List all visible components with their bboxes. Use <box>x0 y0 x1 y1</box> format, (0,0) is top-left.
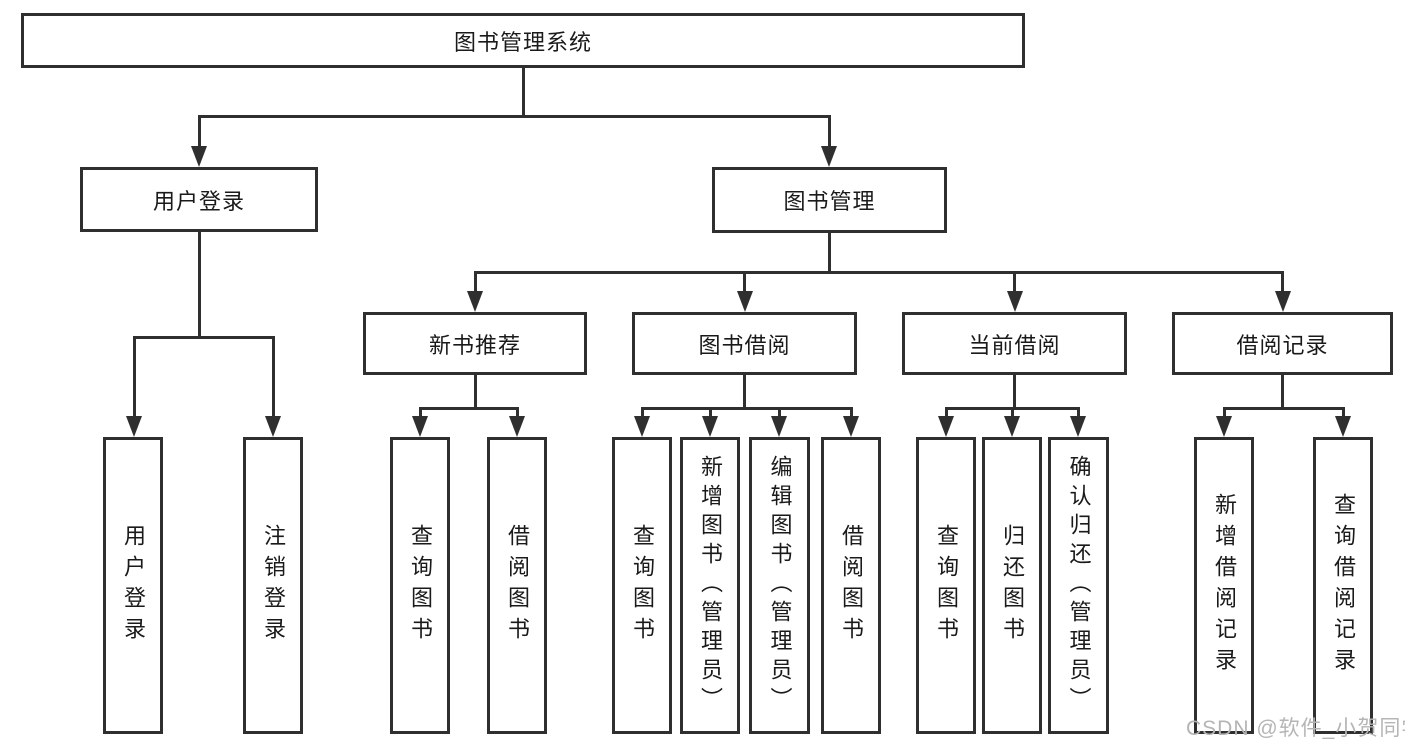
connector-line <box>640 406 853 410</box>
arrow-down-icon <box>126 416 142 437</box>
node-new-book-recommend: 新书推荐 <box>363 312 587 375</box>
leaf-return-books: 归还图书 <box>982 437 1042 734</box>
arrow-down-icon <box>702 416 718 437</box>
arrow-down-icon <box>1070 416 1086 437</box>
leaf-borrow-books-recommend: 借阅图书 <box>487 437 547 734</box>
leaf-query-books-recommend: 查询图书 <box>390 437 450 734</box>
node-user-login: 用户登录 <box>80 167 318 232</box>
leaf-edit-books-admin: 编辑图书（管理员） <box>749 437 810 734</box>
connector-line <box>1076 407 1080 418</box>
connector-line <box>1222 407 1226 418</box>
connector-line <box>1281 375 1284 408</box>
arrow-down-icon <box>1004 416 1020 437</box>
connector-line <box>473 271 477 293</box>
node-book-borrowing: 图书借阅 <box>632 312 857 375</box>
connector-line <box>271 336 275 418</box>
connector-line <box>827 115 831 149</box>
connector-line <box>1010 407 1014 418</box>
connector-line <box>1222 406 1345 410</box>
connector-line <box>473 375 477 408</box>
arrow-down-icon <box>191 146 207 167</box>
arrow-down-icon <box>821 146 837 167</box>
connector-line <box>418 406 519 410</box>
connector-line <box>640 407 644 418</box>
connector-line <box>1341 407 1345 418</box>
connector-line <box>743 375 746 408</box>
arrow-down-icon <box>509 416 525 437</box>
connector-line <box>132 335 275 339</box>
connector-line <box>197 115 201 149</box>
node-current-borrowing: 当前借阅 <box>902 312 1127 375</box>
connector-line <box>1013 375 1016 408</box>
leaf-user-login: 用户登录 <box>103 437 163 734</box>
connector-line <box>515 407 519 418</box>
leaf-confirm-return-admin: 确认归还（管理员） <box>1048 437 1109 734</box>
arrow-down-icon <box>412 416 428 437</box>
connector-line <box>521 68 525 117</box>
arrow-down-icon <box>843 416 859 437</box>
connector-line <box>418 407 422 418</box>
leaf-add-borrow-record: 新增借阅记录 <box>1194 437 1254 734</box>
node-root-system: 图书管理系统 <box>21 13 1025 68</box>
connector-line <box>1013 271 1016 293</box>
connector-line <box>473 270 1284 274</box>
arrow-down-icon <box>736 291 753 312</box>
leaf-logout: 注销登录 <box>243 437 303 734</box>
node-borrowing-records: 借阅记录 <box>1172 312 1393 375</box>
leaf-borrow-books-borrowing: 借阅图书 <box>821 437 881 734</box>
connector-line <box>132 336 136 418</box>
leaf-query-books-borrowing: 查询图书 <box>612 437 672 734</box>
connector-line <box>777 407 781 418</box>
connector-line <box>197 114 831 118</box>
arrow-down-icon <box>467 291 483 312</box>
connector-line <box>944 407 948 418</box>
leaf-query-borrow-record: 查询借阅记录 <box>1313 437 1373 734</box>
arrow-down-icon <box>634 416 650 437</box>
connector-line <box>708 407 712 418</box>
connector-line <box>743 271 746 293</box>
leaf-add-books-admin: 新增图书（管理员） <box>680 437 740 734</box>
arrow-down-icon <box>771 416 787 437</box>
connector-line <box>1281 271 1284 293</box>
connector-line <box>827 233 831 272</box>
arrow-down-icon <box>265 416 281 437</box>
leaf-query-books-current: 查询图书 <box>916 437 976 734</box>
watermark: CSDN @软件_小贺同学 <box>1186 717 1405 740</box>
arrow-down-icon <box>1335 416 1351 437</box>
arrow-down-icon <box>1006 291 1023 312</box>
connector-line <box>849 407 853 418</box>
node-book-management: 图书管理 <box>712 167 947 233</box>
arrow-down-icon <box>938 416 954 437</box>
arrow-down-icon <box>1216 416 1232 437</box>
arrow-down-icon <box>1274 291 1291 312</box>
connector-line <box>197 232 201 337</box>
